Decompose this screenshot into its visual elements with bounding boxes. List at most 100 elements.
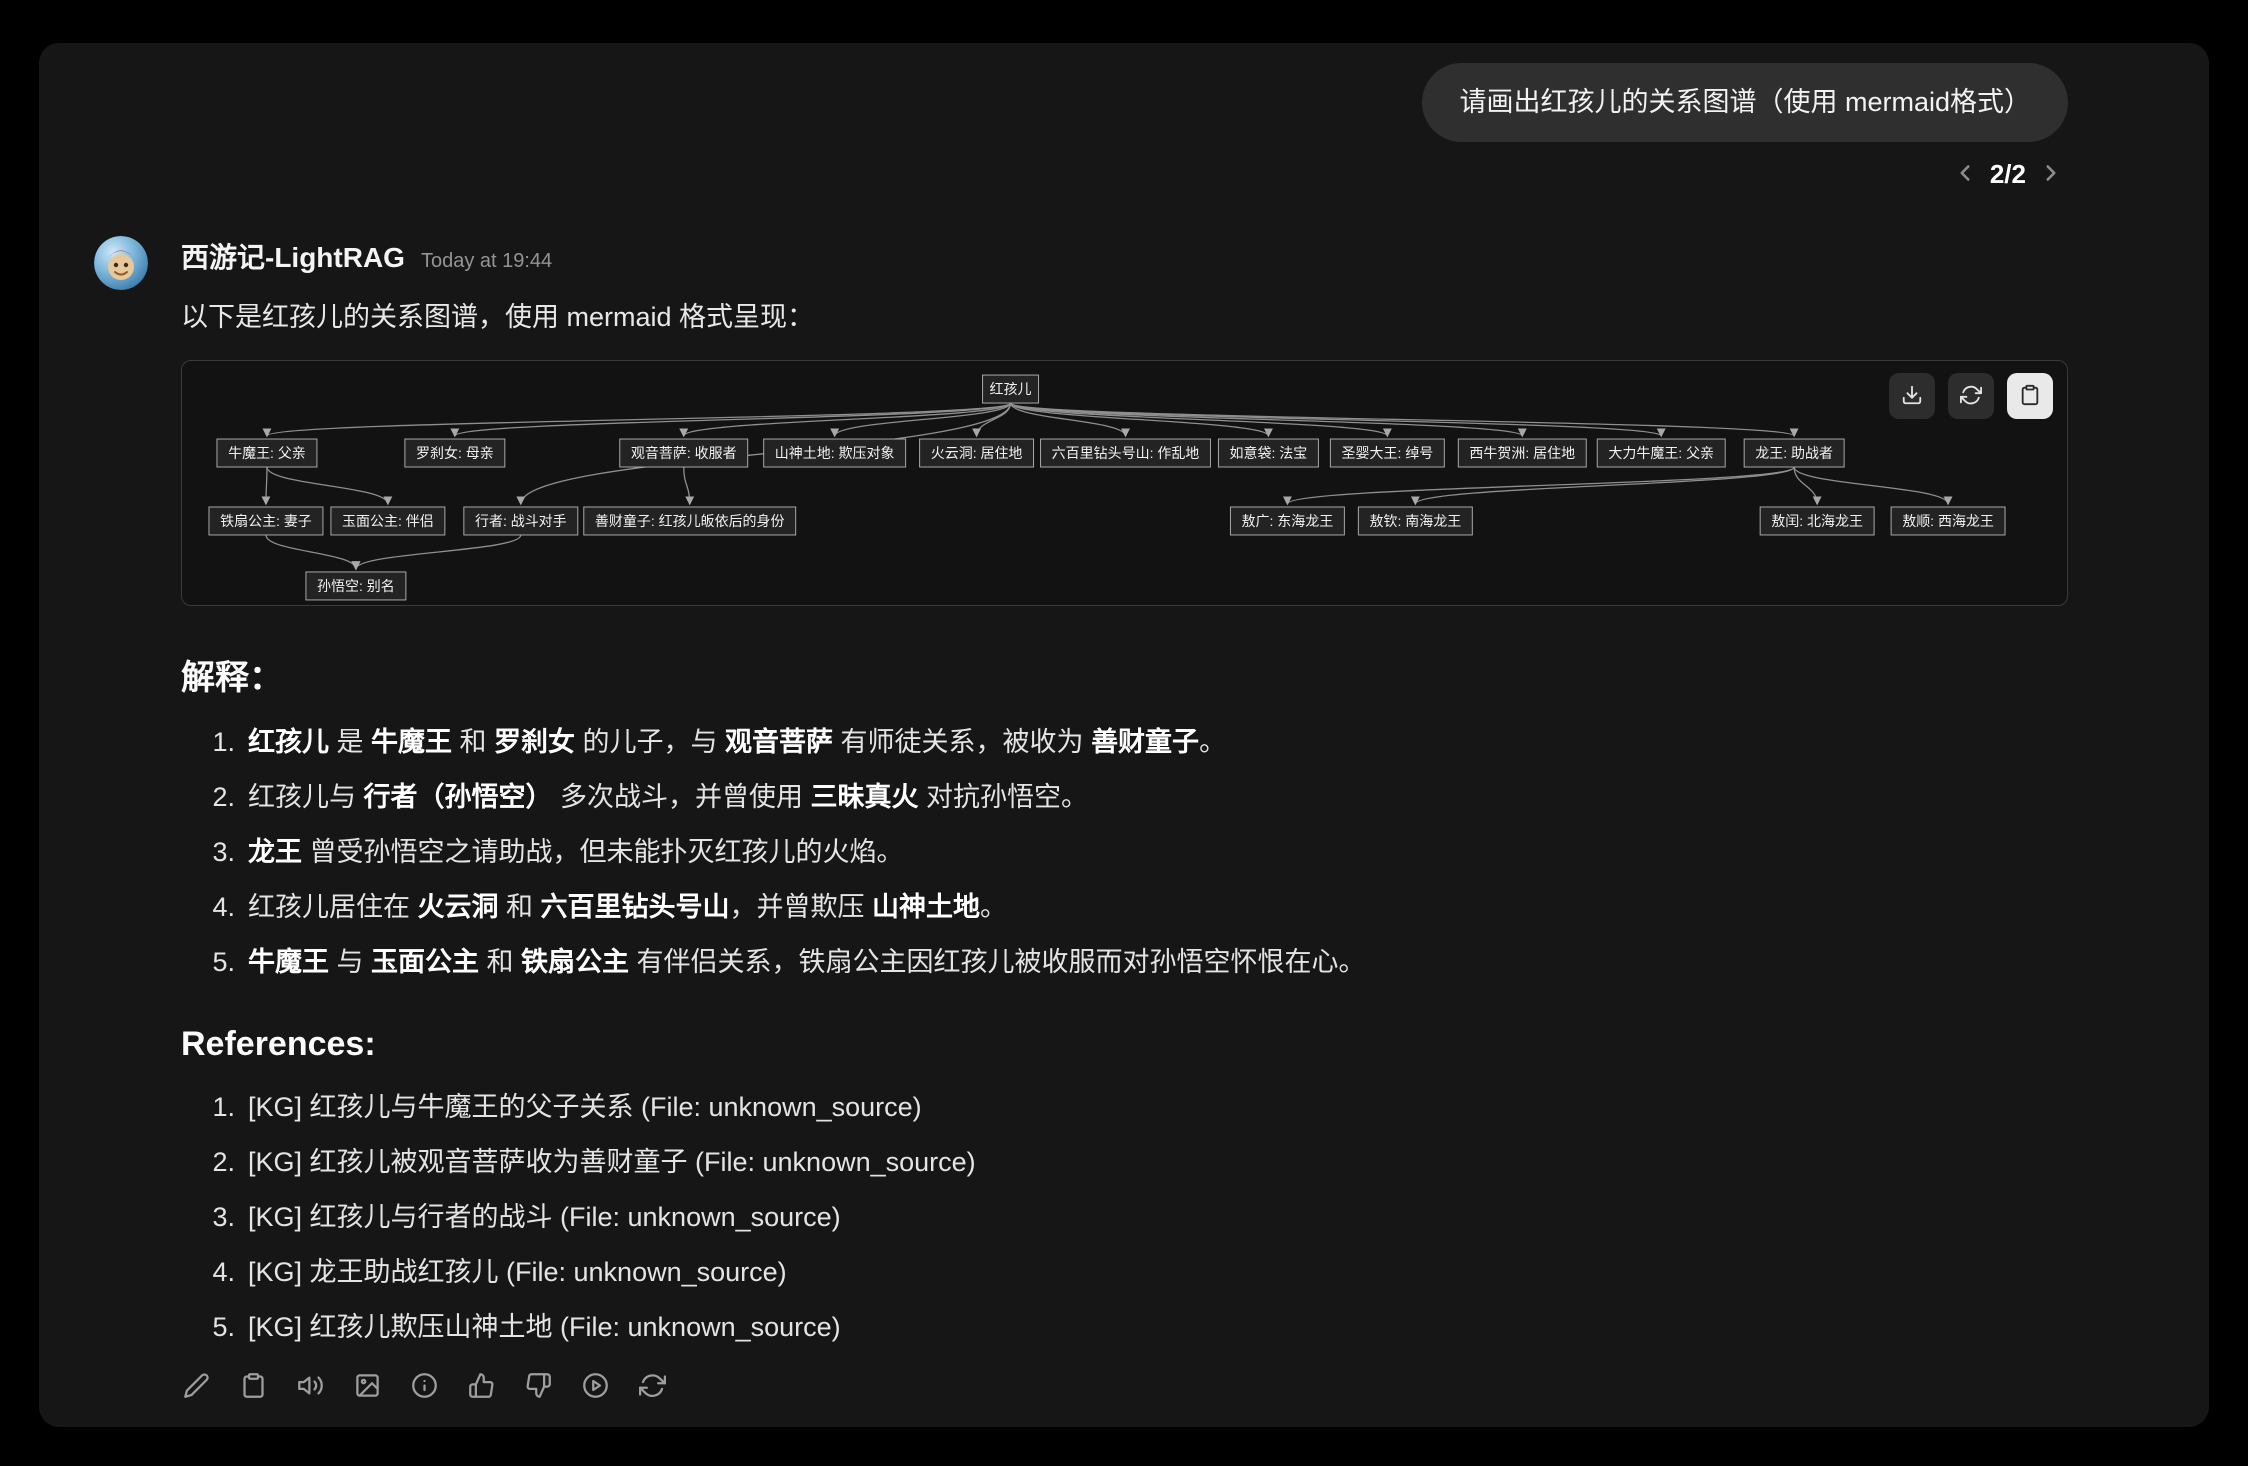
- diagram-toolbar: [1889, 373, 2053, 419]
- chat-panel: 请画出红孩儿的关系图谱（使用 mermaid格式） 2/2: [39, 43, 2209, 1427]
- svg-text:敖顺: 西海龙王: 敖顺: 西海龙王: [1902, 513, 1994, 529]
- svg-text:火云洞: 居住地: 火云洞: 居住地: [931, 445, 1023, 461]
- message-action-bar: [181, 1372, 2068, 1402]
- diagram-node: 敖顺: 西海龙王: [1890, 506, 2006, 536]
- diagram-node: 敖闰: 北海龙王: [1759, 506, 1875, 536]
- diagram-edge: [1793, 466, 1953, 506]
- svg-text:西牛贺洲: 居住地: 西牛贺洲: 居住地: [1469, 445, 1575, 461]
- explanation-heading: 解释：: [181, 659, 283, 697]
- thumbs-down-icon: [525, 1372, 552, 1402]
- diagram-node: 玉面公主: 伴侣: [330, 506, 446, 536]
- svg-text:观音菩萨: 收服者: 观音菩萨: 收服者: [631, 445, 737, 461]
- diagram-edge: [351, 534, 522, 571]
- diagram-edge: [1283, 466, 1795, 506]
- user-message-bubble: 请画出红孩儿的关系图谱（使用 mermaid格式）: [1422, 63, 2068, 142]
- user-message-text: 请画出红孩儿的关系图谱（使用 mermaid格式）: [1459, 87, 2031, 117]
- list-item: 2.[KG] 红孩儿被观音菩萨收为善财童子 (File: unknown_sou…: [212, 1147, 976, 1177]
- list-item: 4.红孩儿居住在 火云洞 和 六百里钻头号山，并曾欺压 山神土地。: [212, 892, 1008, 922]
- next-page-button[interactable]: [2034, 157, 2068, 191]
- svg-text:敖广: 东海龙王: 敖广: 东海龙王: [1242, 513, 1334, 529]
- info-icon: [411, 1372, 438, 1402]
- references-list: 1.[KG] 红孩儿与牛魔王的父子关系 (File: unknown_sourc…: [181, 1088, 2068, 1346]
- thumbs-up-icon: [468, 1372, 495, 1402]
- svg-text:玉面公主: 伴侣: 玉面公主: 伴侣: [342, 513, 434, 529]
- user-message-row: 请画出红孩儿的关系图谱（使用 mermaid格式）: [94, 63, 2068, 142]
- pencil-icon: [183, 1372, 210, 1402]
- list-item: 4.[KG] 龙王助战红孩儿 (File: unknown_source): [212, 1257, 787, 1287]
- svg-text:敖闰: 北海龙王: 敖闰: 北海龙王: [1771, 513, 1863, 529]
- svg-text:孙悟空: 别名: 孙悟空: 别名: [317, 578, 395, 594]
- diagram-node: 敖钦: 南海龙王: [1357, 506, 1473, 536]
- explanation-list: 1.红孩儿 是 牛魔王 和 罗刹女 的儿子，与 观音菩萨 有师徒关系，被收为 善…: [181, 723, 2068, 981]
- assistant-name: 西游记-LightRAG: [181, 242, 405, 273]
- intro-text: 以下是红孩儿的关系图谱，使用 mermaid 格式呈现：: [181, 302, 815, 332]
- clipboard-icon: [2019, 384, 2041, 409]
- speaker-icon: [297, 1372, 324, 1402]
- refresh-diagram-button[interactable]: [1948, 373, 1994, 419]
- svg-text:大力牛魔王: 父亲: 大力牛魔王: 父亲: [1608, 445, 1714, 461]
- regenerate-button[interactable]: [637, 1372, 667, 1402]
- svg-text:圣婴大王: 绰号: 圣婴大王: 绰号: [1342, 445, 1434, 461]
- diagram-node: 行者: 战斗对手: [463, 506, 579, 536]
- list-item: 5.[KG] 红孩儿欺压山神土地 (File: unknown_source): [212, 1312, 841, 1342]
- svg-text:铁扇公主: 妻子: 铁扇公主: 妻子: [220, 513, 312, 529]
- svg-text:敖钦: 南海龙王: 敖钦: 南海龙王: [1370, 513, 1462, 529]
- diagram-node: 西牛贺洲: 居住地: [1457, 438, 1587, 468]
- download-icon: [1901, 384, 1923, 409]
- svg-text:善财童子: 红孩儿皈依后的身份: 善财童子: 红孩儿皈依后的身份: [595, 513, 785, 529]
- edit-button[interactable]: [181, 1372, 211, 1402]
- download-diagram-button[interactable]: [1889, 373, 1935, 419]
- assistant-avatar[interactable]: [94, 236, 148, 290]
- diagram-node: 火云洞: 居住地: [919, 438, 1035, 468]
- svg-text:如意袋: 法宝: 如意袋: 法宝: [1230, 445, 1308, 461]
- svg-text:行者: 战斗对手: 行者: 战斗对手: [475, 513, 567, 529]
- copy-icon: [240, 1372, 267, 1402]
- diagram-node: 观音菩萨: 收服者: [619, 438, 749, 468]
- message-timestamp: Today at 19:44: [420, 250, 553, 272]
- refresh-icon: [1960, 384, 1982, 409]
- message-pager: 2/2: [94, 156, 2068, 192]
- diagram-node: 善财童子: 红孩儿皈依后的身份: [583, 506, 797, 536]
- diagram-edge: [262, 402, 1012, 438]
- info-button[interactable]: [409, 1372, 439, 1402]
- diagram-edge: [266, 466, 393, 506]
- list-item: 2.红孩儿与 行者（孙悟空） 多次战斗，并曾使用 三昧真火 对抗孙悟空。: [212, 782, 1089, 812]
- svg-text:龙王: 助战者: 龙王: 助战者: [1755, 445, 1833, 461]
- read-aloud-button[interactable]: [295, 1372, 325, 1402]
- copy-diagram-button[interactable]: [2007, 373, 2053, 419]
- diagram-edge: [1009, 402, 1273, 438]
- list-item: 1.[KG] 红孩儿与牛魔王的父子关系 (File: unknown_sourc…: [212, 1092, 922, 1122]
- svg-text:六百里钻头号山: 作乱地: 六百里钻头号山: 作乱地: [1052, 445, 1200, 461]
- play-circle-icon: [582, 1372, 609, 1402]
- diagram-edge: [1009, 402, 1799, 438]
- diagram-edge: [1009, 402, 1527, 438]
- thumbs-up-button[interactable]: [466, 1372, 496, 1402]
- diagram-node: 牛魔王: 父亲: [216, 438, 318, 468]
- assistant-message-body: 西游记-LightRAG Today at 19:44 以下是红孩儿的关系图谱，…: [181, 236, 2068, 1402]
- image-icon: [354, 1372, 381, 1402]
- diagram-edge: [1793, 466, 1822, 506]
- list-item: 3.[KG] 红孩儿与行者的战斗 (File: unknown_source): [212, 1202, 841, 1232]
- diagram-edge: [1410, 466, 1795, 506]
- image-button[interactable]: [352, 1372, 382, 1402]
- diagram-node: 铁扇公主: 妻子: [208, 506, 324, 536]
- chevron-left-icon: [1952, 160, 1978, 189]
- thumbs-down-button[interactable]: [523, 1372, 553, 1402]
- copy-button[interactable]: [238, 1372, 268, 1402]
- list-item: 1.红孩儿 是 牛魔王 和 罗刹女 的儿子，与 观音菩萨 有师徒关系，被收为 善…: [212, 727, 1227, 757]
- svg-text:罗刹女: 母亲: 罗刹女: 母亲: [416, 445, 494, 461]
- diagram-edge: [1009, 402, 1666, 438]
- diagram-node: 罗刹女: 母亲: [404, 438, 506, 468]
- list-item: 3.龙王 曾受孙悟空之请助战，但未能扑灭红孩儿的火焰。: [212, 837, 904, 867]
- prev-page-button[interactable]: [1948, 157, 1982, 191]
- diagram-node: 圣婴大王: 绰号: [1329, 438, 1445, 468]
- diagram-card: 红孩儿牛魔王: 父亲罗刹女: 母亲观音菩萨: 收服者山神土地: 欺压对象火云洞:…: [181, 360, 2068, 606]
- assistant-message: 西游记-LightRAG Today at 19:44 以下是红孩儿的关系图谱，…: [94, 236, 2068, 1402]
- diagram-edge: [1009, 402, 1392, 438]
- diagram-node: 敖广: 东海龙王: [1229, 506, 1345, 536]
- diagram-edge: [679, 402, 1012, 438]
- diagram-edge: [683, 467, 695, 506]
- svg-text:红孩儿: 红孩儿: [990, 381, 1032, 397]
- play-button[interactable]: [580, 1372, 610, 1402]
- diagram-node: 孙悟空: 别名: [305, 571, 407, 601]
